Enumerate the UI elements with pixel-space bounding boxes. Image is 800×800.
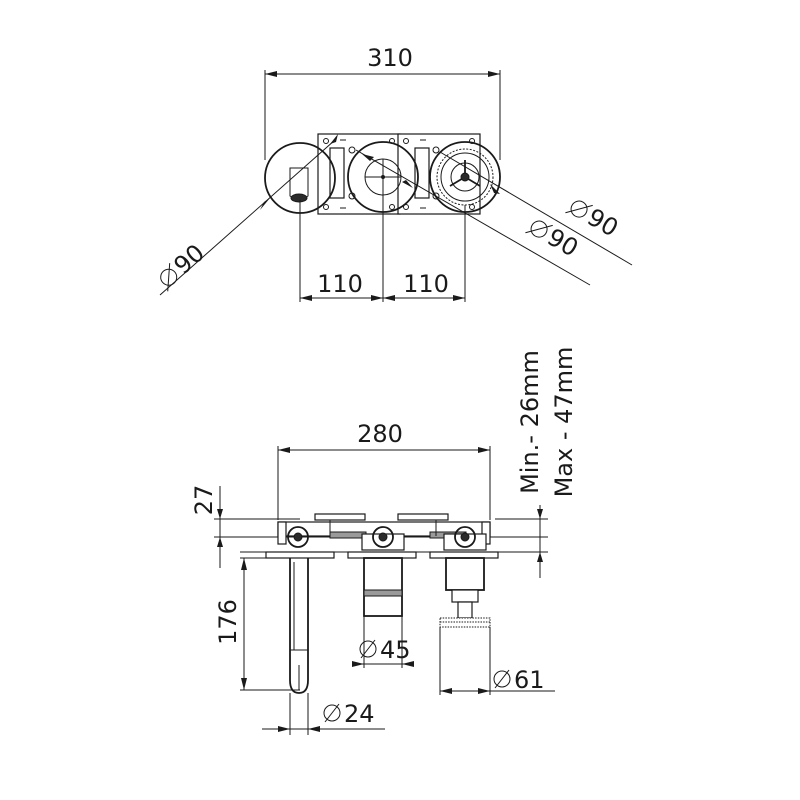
middle-handle: [363, 557, 403, 617]
diameter-middle-label: 90: [542, 223, 582, 263]
depth-min-label: Min.- 26mm: [516, 350, 544, 494]
overall-width-label: 310: [367, 44, 413, 72]
spout: [289, 558, 309, 694]
spout-length-label: 176: [214, 599, 242, 645]
cartridge-handle: [439, 557, 491, 628]
rosette-plates-side: [265, 551, 499, 559]
middle-diameter-label: 45: [380, 636, 411, 664]
spacing-left-label: 110: [317, 270, 363, 298]
mounting-plates: [317, 133, 481, 215]
diameter-callout-spout: 90: [159, 134, 338, 296]
dimension-depth-range: Min.- 26mm Max - 47mm: [495, 347, 578, 578]
valve-body: [277, 513, 491, 551]
spacing-right-label: 110: [403, 270, 449, 298]
front-view: 280 27 Min.- 26mm Max - 47mm: [190, 347, 578, 735]
dimension-cartridge-diameter: 61: [439, 627, 555, 695]
flange-height-label: 27: [190, 485, 218, 516]
body-width-label: 280: [357, 420, 403, 448]
dimension-spacing: 110 110: [299, 195, 466, 302]
dimension-spout-diameter: 24: [262, 693, 385, 735]
top-view: 310: [159, 44, 633, 302]
spout-diameter-label: 24: [344, 700, 375, 728]
diameter-cartridge-label: 90: [582, 203, 622, 243]
dimension-overall-width: 310: [264, 44, 501, 160]
depth-max-label: Max - 47mm: [550, 347, 578, 498]
dimension-spout-length: 176: [214, 557, 300, 691]
dimension-middle-diameter: 45: [352, 616, 414, 668]
cartridge-diameter-label: 61: [514, 666, 545, 694]
dimension-body-width: 280: [277, 420, 491, 520]
diameter-spout-label: 90: [169, 239, 210, 280]
